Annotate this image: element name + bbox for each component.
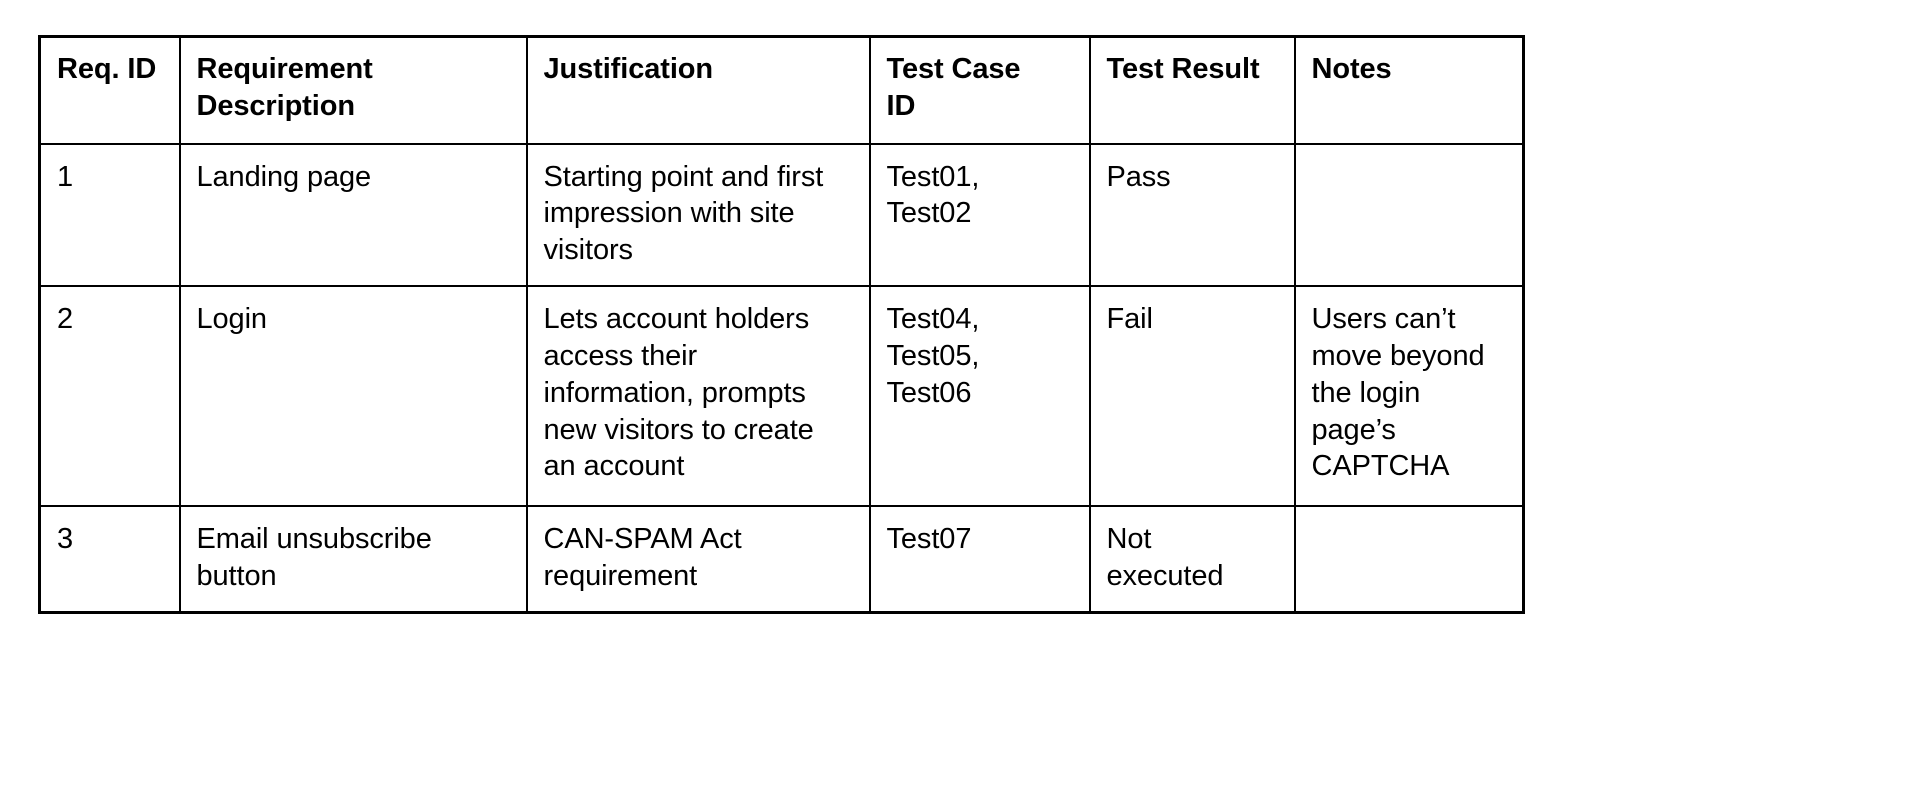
table-body: 1 Landing page Starting point and first … (38, 142, 1525, 614)
table-row: 3 Email unsubscribe button CAN-SPAM Act … (38, 505, 1525, 614)
req-id-value: 3 (57, 523, 74, 556)
requirement-description-line-1: Email unsubscribe (196, 523, 432, 556)
column-header-notes: Notes (1293, 34, 1525, 145)
test-result-value: Pass (1106, 160, 1171, 193)
column-header-requirement-description: Requirement Description (178, 34, 528, 145)
cell-requirement-description: Email unsubscribe button (178, 505, 528, 614)
column-header-test-case-id: Test Case ID (868, 34, 1091, 145)
cell-test-case-id: Test01, Test02 (868, 142, 1091, 288)
cell-requirement-description: Login (178, 285, 528, 508)
table-row: 1 Landing page Starting point and first … (38, 142, 1525, 288)
requirement-description-value: Login (196, 303, 268, 336)
test-result-line-2: executed (1106, 559, 1224, 592)
justification-line-2: access their (543, 339, 698, 372)
requirement-description-value: Landing page (196, 160, 372, 193)
test-case-id-line-2: Test05, (886, 339, 980, 372)
justification-line-1: Lets account holders (543, 303, 810, 336)
justification-line-4: new visitors to create (543, 413, 814, 446)
req-id-value: 2 (57, 303, 74, 336)
notes-line-2: move beyond (1311, 339, 1485, 372)
column-header-test-case-id-line-2: ID (886, 89, 916, 122)
cell-justification: Starting point and first impression with… (525, 142, 871, 288)
column-header-justification-line-1: Justification (543, 53, 714, 85)
cell-test-result: Pass (1088, 142, 1296, 288)
notes-line-3: the login (1311, 376, 1421, 409)
table-header: Req. ID Requirement Description Justific… (38, 34, 1525, 145)
column-header-req-id: Req. ID (38, 34, 181, 145)
cell-requirement-description: Landing page (178, 142, 528, 288)
test-case-id-line-2: Test02 (886, 197, 972, 230)
cell-test-result: Fail (1088, 285, 1296, 508)
justification-line-2: impression with site (543, 197, 795, 230)
column-header-req-id-line-1: Req. ID (57, 53, 157, 85)
justification-line-1: CAN-SPAM Act (543, 523, 742, 556)
cell-test-case-id: Test04, Test05, Test06 (868, 285, 1091, 508)
notes-line-1: Users can’t (1311, 303, 1456, 336)
column-header-requirement-description-line-2: Description (196, 89, 356, 122)
test-result-line-1: Not (1106, 523, 1152, 556)
notes-line-4: page’s (1311, 413, 1396, 446)
req-id-value: 1 (57, 160, 74, 193)
test-case-id-line-3: Test06 (886, 376, 972, 409)
test-case-id-line-1: Test01, (886, 160, 980, 193)
cell-notes: Users can’t move beyond the login page’s… (1293, 285, 1525, 508)
notes-line-5: CAPTCHA (1311, 450, 1450, 483)
cell-req-id: 1 (38, 142, 181, 288)
justification-line-5: an account (543, 450, 685, 483)
requirements-traceability-table: Req. ID Requirement Description Justific… (38, 34, 1525, 614)
table-row: 2 Login Lets account holders access thei… (38, 285, 1525, 508)
column-header-justification: Justification (525, 34, 871, 145)
cell-test-case-id: Test07 (868, 505, 1091, 614)
cell-notes (1293, 505, 1525, 614)
justification-line-3: information, prompts (543, 376, 806, 409)
column-header-test-case-id-line-1: Test Case (886, 53, 1021, 85)
column-header-test-result-line-1: Test Result (1106, 53, 1260, 85)
column-header-notes-line-1: Notes (1311, 53, 1392, 85)
cell-justification: CAN-SPAM Act requirement (525, 505, 871, 614)
cell-justification: Lets account holders access their inform… (525, 285, 871, 508)
cell-test-result: Not executed (1088, 505, 1296, 614)
justification-line-1: Starting point and first (543, 160, 824, 193)
test-case-id-line-1: Test07 (886, 523, 972, 556)
test-result-value: Fail (1106, 303, 1153, 336)
cell-req-id: 2 (38, 285, 181, 508)
cell-req-id: 3 (38, 505, 181, 614)
justification-line-2: requirement (543, 559, 698, 592)
justification-line-3: visitors (543, 234, 634, 267)
test-case-id-line-1: Test04, (886, 303, 980, 336)
cell-notes (1293, 142, 1525, 288)
column-header-test-result: Test Result (1088, 34, 1296, 145)
requirement-description-line-2: button (196, 559, 277, 592)
table-header-row: Req. ID Requirement Description Justific… (38, 34, 1525, 145)
column-header-requirement-description-line-1: Requirement (196, 53, 373, 85)
